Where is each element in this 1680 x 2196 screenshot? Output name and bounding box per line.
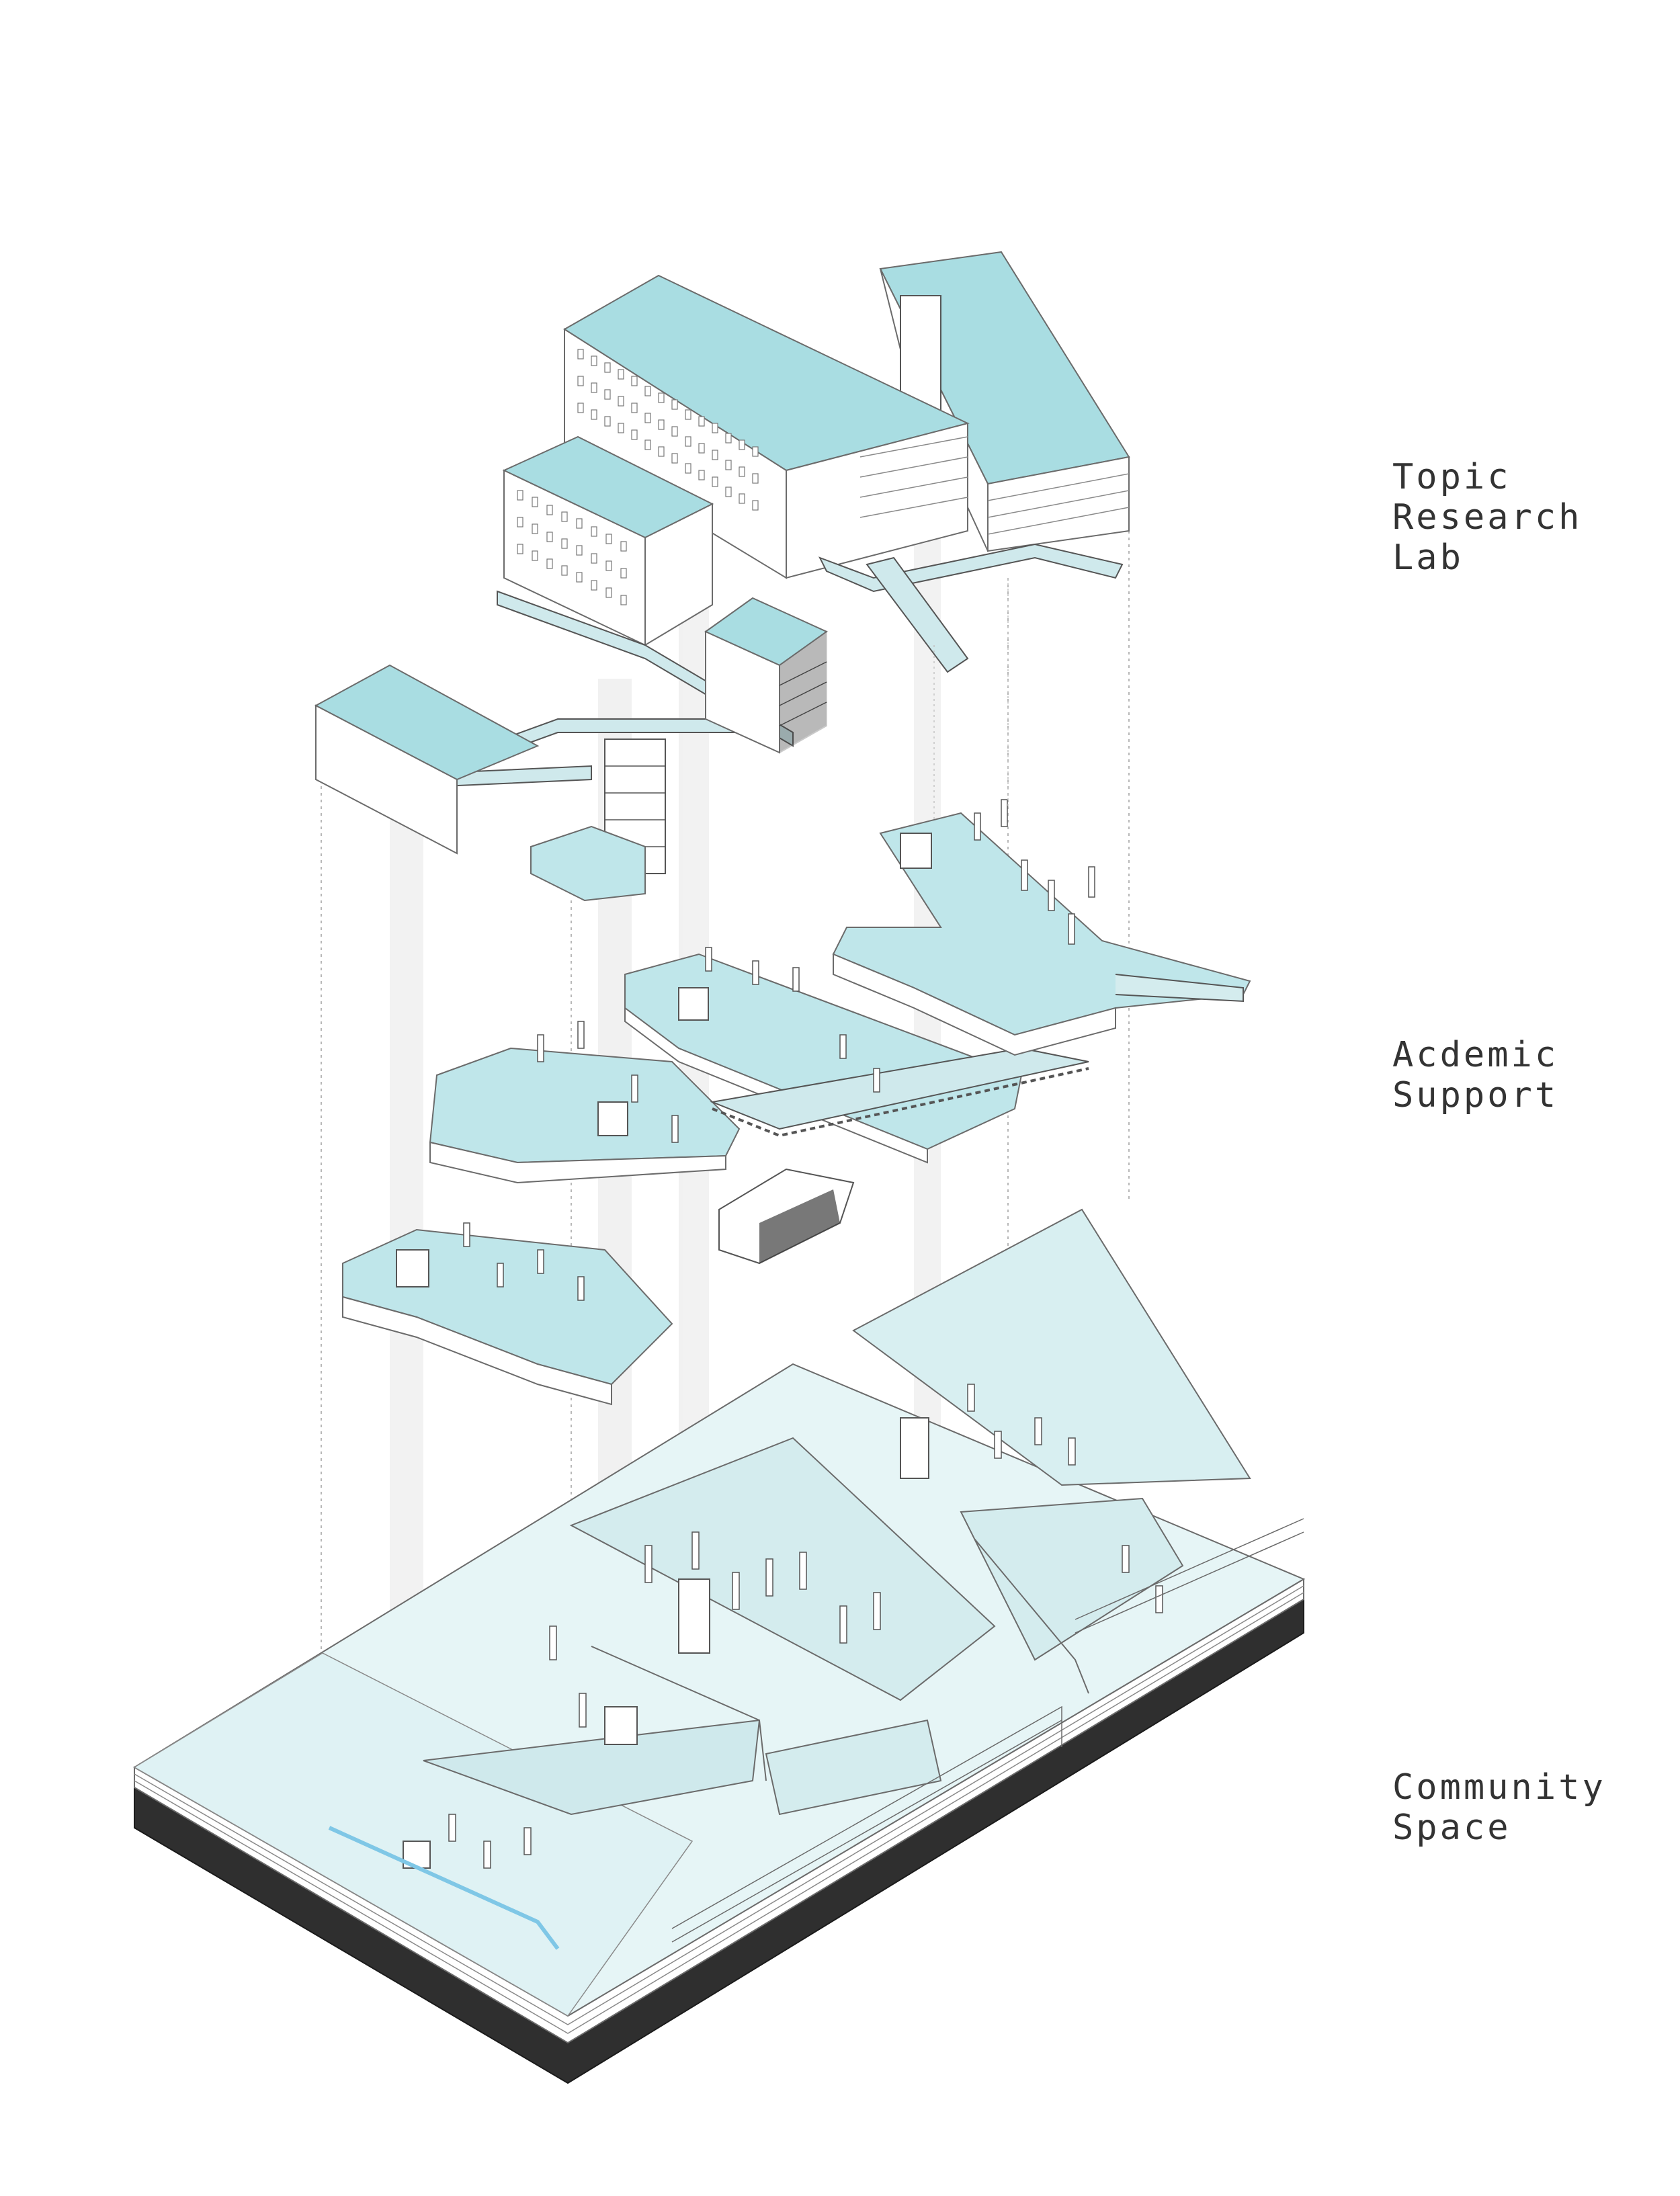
upper-right-truss — [1115, 974, 1244, 1003]
lab-truss-bridges — [443, 543, 1124, 788]
water-edge — [328, 1826, 560, 1950]
terrace-left — [423, 1719, 761, 1816]
ramp-lines — [591, 1646, 767, 1781]
label-line: Acdemic — [1392, 1035, 1559, 1075]
left-block-windows — [517, 490, 627, 605]
community-space-base — [133, 1208, 1306, 2084]
academic-support-label: Acdemic Support — [1392, 1035, 1558, 1115]
topic-research-lab-label: Topic Research Lab — [1392, 457, 1582, 578]
label-line: Support — [1392, 1075, 1559, 1115]
label-line: Community — [1392, 1767, 1606, 1808]
community-roof-triangle — [852, 1208, 1251, 1486]
base-elevator-cores — [403, 1417, 929, 1869]
upper-right-core — [900, 833, 932, 869]
label-line: Space — [1392, 1808, 1511, 1848]
academic-columns — [463, 799, 1095, 1301]
label-line: Lab — [1392, 538, 1464, 578]
lab-block-lower-left-front — [315, 704, 458, 855]
terrace-right — [960, 1497, 1184, 1661]
academic-truss-bridge — [710, 1047, 1089, 1130]
central-block-windows — [577, 349, 759, 511]
academic-support-layer — [342, 799, 1251, 1406]
base-facade-lines — [671, 1518, 1304, 1943]
middle-long-core — [678, 987, 709, 1021]
community-space-label: Community Space — [1392, 1767, 1606, 1848]
terrace-lower — [765, 1719, 942, 1816]
label-line: Research — [1392, 497, 1583, 538]
terrace-center — [569, 1437, 996, 1701]
lower-left-core — [396, 1249, 429, 1287]
lab-block-lower-left-podium — [530, 825, 646, 902]
academic-slab-upper-right — [832, 812, 1251, 1036]
middle-left-core — [597, 1101, 628, 1136]
topic-research-lab-layer — [314, 251, 1130, 902]
base-columns — [448, 1384, 1163, 1869]
label-line: Topic — [1392, 457, 1511, 497]
